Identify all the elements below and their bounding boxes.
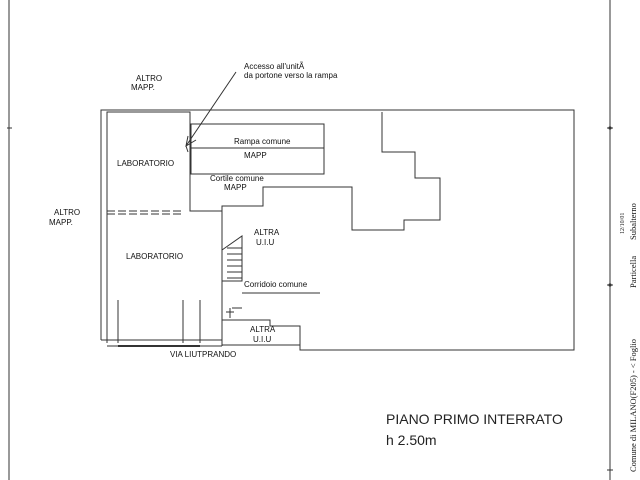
cortile-mapp-label: MAPP (224, 183, 247, 192)
altra-uiu-1-line2: U.I.U (256, 238, 275, 247)
access-note-line2: da portone verso la rampa (244, 71, 338, 80)
altro-mapp-left-line2: MAPP. (49, 218, 73, 227)
margin-particella: Particella (628, 255, 638, 288)
cortile-comune-label: Cortile comune (210, 174, 264, 183)
altro-mapp-top-line1: ALTRO (136, 74, 163, 83)
margin-stamp: 12/10/01 (620, 212, 626, 234)
street-doors (117, 300, 201, 347)
property-boundary (100, 109, 575, 351)
corridor (222, 292, 320, 345)
altra-uiu-2-line2: U.I.U (253, 335, 272, 344)
altro-mapp-top-line2: MAPP. (131, 83, 155, 92)
floor-height: h 2.50m (386, 432, 437, 448)
altra-uiu-2-line1: ALTRA (250, 325, 276, 334)
access-note-line1: Accesso all'unitÃ (244, 62, 305, 71)
ramp-outline (190, 123, 325, 175)
altra-uiu-1-line1: ALTRA (254, 228, 280, 237)
rampa-comune-label: Rampa comune (234, 137, 291, 146)
margin-comune-foglio: Comune di MILANO(F205) - < Foglio (628, 339, 638, 472)
courtyard-outline (189, 112, 441, 231)
street-label: VIA LIUTPRANDO (170, 350, 237, 359)
margin-subalterno: Subalterno (628, 203, 638, 240)
rampa-mapp-label: MAPP (244, 151, 267, 160)
floor-title: PIANO PRIMO INTERRATO (386, 411, 563, 427)
corridoio-comune-label: Corridoio comune (244, 280, 308, 289)
access-leader-arrow (185, 71, 237, 148)
altro-mapp-left-line1: ALTRO (54, 208, 81, 217)
staircase (221, 235, 243, 282)
laboratorio-bottom-label: LABORATORIO (126, 252, 184, 261)
laboratorio-building (106, 111, 223, 347)
laboratorio-top-label: LABORATORIO (117, 159, 175, 168)
